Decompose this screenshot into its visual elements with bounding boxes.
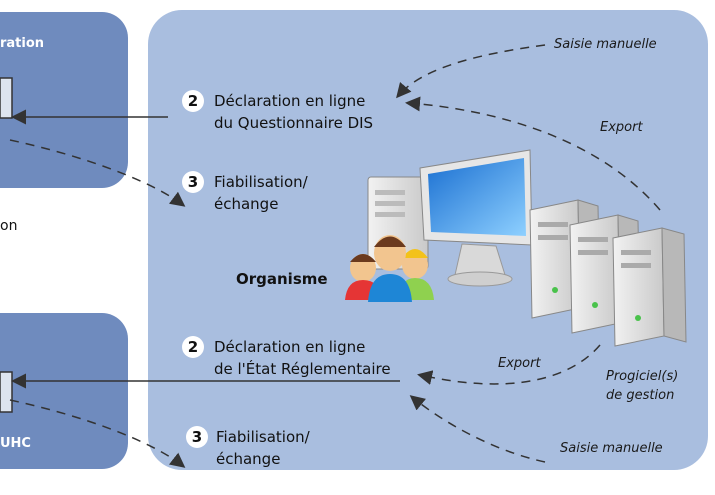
saisie-manuelle-top-label: Saisie manuelle [554, 37, 657, 52]
left-bottom-panel [0, 313, 128, 469]
arrow-export-bottom [417, 344, 601, 385]
progiciel-label-line1: Progiciel(s) [606, 369, 679, 384]
saisie-manuelle-bottom-label: Saisie manuelle [560, 441, 663, 456]
step-declaration-dis-line1: Déclaration en ligne [214, 92, 366, 110]
server-icon-3 [612, 227, 687, 347]
step-number: 3 [182, 171, 204, 193]
step-fiabilisation-bottom-line1: Fiabilisation/ [216, 428, 310, 446]
step-number: 2 [182, 90, 204, 112]
arrow-saisie-manuelle-top [396, 44, 546, 99]
step-declaration-dis-line2: du Questionnaire DIS [214, 114, 374, 132]
arrow-fiabilisation-top [9, 139, 186, 207]
left-bottom-label: UHC [0, 436, 31, 451]
left-top-label: ration [0, 36, 45, 51]
left-bottom-device-icon [0, 371, 13, 413]
progiciel-label-line2: de gestion [606, 388, 675, 403]
arrow-export-top [405, 96, 661, 211]
organisme-label: Organisme [236, 270, 328, 288]
step-declaration-etat-line2: de l'État Réglementaire [214, 360, 391, 378]
step-fiabilisation-top-line2: échange [214, 195, 279, 213]
people-group-icon [345, 235, 434, 302]
step-number: 3 [186, 426, 208, 448]
export-bottom-label: Export [498, 356, 541, 371]
left-top-device-icon [0, 77, 13, 119]
left-top-panel [0, 12, 128, 188]
arrow-fiabilisation-bottom [9, 399, 186, 468]
step-number: 2 [182, 336, 204, 358]
arrow-saisie-manuelle-bottom [409, 395, 546, 463]
step-fiabilisation-top-line1: Fiabilisation/ [214, 173, 308, 191]
step-fiabilisation-bottom-line2: échange [216, 450, 281, 468]
left-middle-label: on [0, 218, 18, 234]
step-declaration-etat-line1: Déclaration en ligne [214, 338, 366, 356]
export-top-label: Export [600, 120, 643, 135]
